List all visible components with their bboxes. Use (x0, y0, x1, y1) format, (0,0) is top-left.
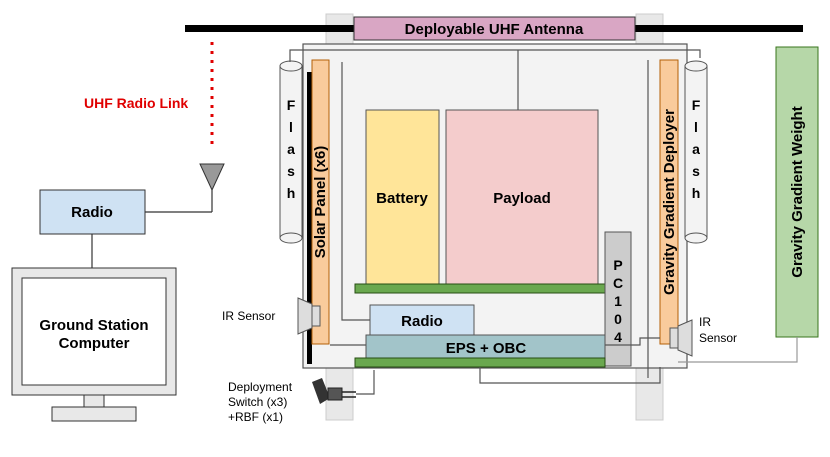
monitor-neck (83, 394, 105, 408)
battery (365, 109, 440, 285)
flash-left (279, 60, 303, 244)
payload-label: Payload (493, 190, 551, 207)
deployment-label-1: Deployment (228, 380, 293, 394)
pcb-lower (354, 357, 606, 368)
eps-obc-label: EPS + OBC (446, 340, 527, 357)
pc104-letter: 0 (614, 311, 622, 327)
gg-weight-label: Gravity Gradient Weight (789, 106, 806, 277)
battery-label: Battery (376, 190, 428, 207)
ir-sensor-left-icon (297, 297, 313, 335)
flash-right-letter: a (692, 141, 700, 157)
flash-left-letter: s (287, 163, 295, 179)
payload (445, 109, 599, 285)
ground-antenna-icon (199, 163, 225, 192)
deployment-label-3: +RBF (x1) (228, 410, 283, 424)
ir-sensor-right-icon (677, 319, 693, 357)
ground-radio-label: Radio (71, 204, 113, 221)
flash-right-letter: l (694, 119, 698, 135)
solar-panel-label: Solar Panel (x6) (312, 146, 329, 259)
gg-deployer (659, 59, 679, 345)
flash-right (684, 60, 708, 244)
pc104-letter: 1 (614, 293, 622, 309)
pcb-upper (354, 283, 606, 294)
solar-panel (311, 59, 330, 345)
flash-left-letter: h (287, 185, 296, 201)
eps-obc-board (365, 334, 606, 360)
gg-weight (775, 46, 819, 338)
ir-sensor-left-label: IR Sensor (222, 309, 275, 323)
flash-left-letter: a (287, 141, 295, 157)
sat-radio-board (369, 304, 475, 336)
flash-right-letter: s (692, 163, 700, 179)
radio-link-label: UHF Radio Link (84, 95, 188, 111)
deployment-label-2: Switch (x3) (228, 395, 287, 409)
pc104-connector (604, 231, 632, 367)
computer-screen (21, 277, 167, 386)
pc104-letter: 4 (614, 329, 622, 345)
gg-deployer-label: Gravity Gradient Deployer (661, 109, 678, 295)
ir-sensor-right-label-1: IR (699, 315, 711, 329)
antenna-box (353, 16, 636, 41)
monitor-base (51, 406, 137, 422)
pc104-letter: C (613, 275, 623, 291)
flash-right-letter: F (692, 97, 701, 113)
computer-label-line2: Computer (59, 335, 130, 352)
flash-left-letter: l (289, 119, 293, 135)
flash-right-letter: h (692, 185, 701, 201)
ground-radio-box (39, 189, 146, 235)
flash-left-letter: F (287, 97, 296, 113)
pc104-letter: P (613, 257, 622, 273)
antenna-label: Deployable UHF Antenna (405, 21, 584, 38)
sat-radio-label: Radio (401, 313, 443, 330)
deployment-switch-icon (312, 378, 356, 404)
computer-label-line1: Ground Station (39, 317, 148, 334)
ir-sensor-right-label-2: Sensor (699, 331, 737, 345)
